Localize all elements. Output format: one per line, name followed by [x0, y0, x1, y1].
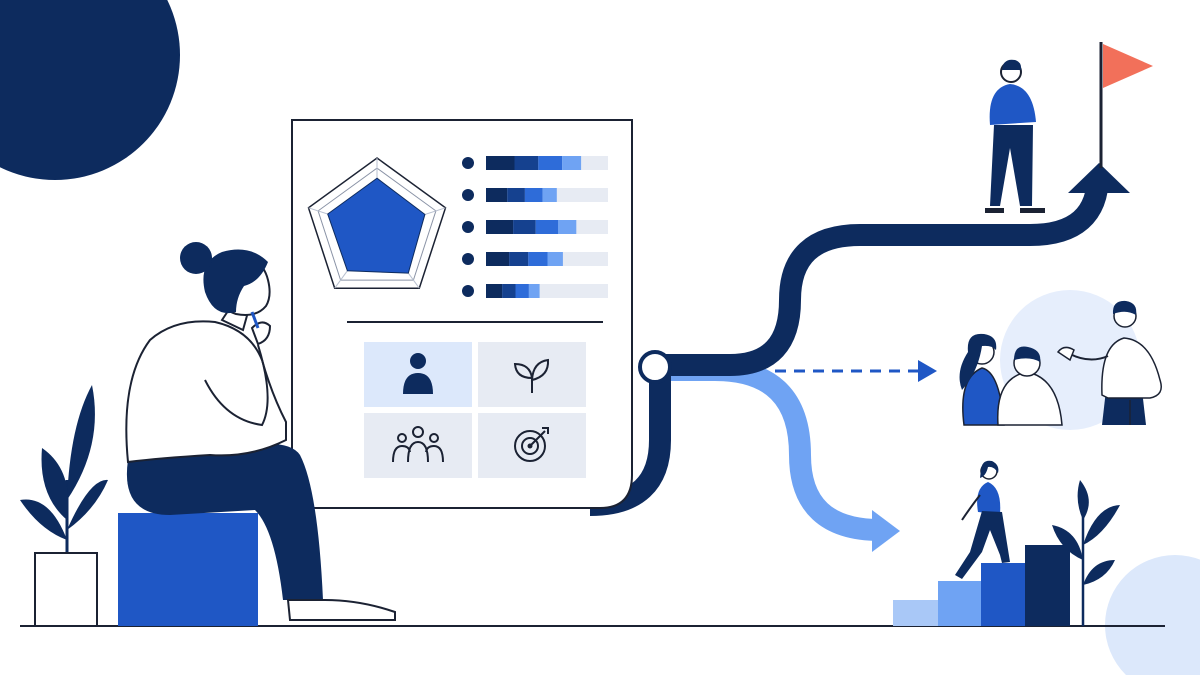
group-icon: [392, 426, 444, 463]
climbing-woman-figure: [955, 460, 1010, 579]
thinking-woman-figure: [125, 242, 396, 621]
bullet-dot: [462, 157, 474, 169]
skill-bar-row: [462, 284, 608, 298]
radar-outer-ring: [307, 157, 447, 289]
skill-bar-fill: [547, 252, 563, 266]
skill-bar-row: [462, 188, 608, 202]
bullet-dot: [462, 253, 474, 265]
skill-bar-fill: [486, 252, 510, 266]
skill-bar-fill: [515, 284, 529, 298]
corner-circle-top-left: [0, 0, 180, 180]
skill-bar-fill: [486, 156, 515, 170]
lower-path-arrowhead: [872, 510, 900, 552]
tile-group: [364, 413, 472, 478]
skill-bar-fill: [562, 156, 582, 170]
upper-path: [589, 174, 1109, 516]
radar-middle-ring: [317, 167, 437, 281]
team-discussion-group: [959, 300, 1162, 426]
skill-bar-fill: [486, 220, 514, 234]
radar-value-shape: [327, 177, 426, 274]
dashed-connector-arrowhead: [918, 360, 937, 382]
upper-path-arrowhead: [1068, 163, 1130, 193]
skill-bar-list: [462, 156, 608, 298]
lower-path: [660, 359, 881, 541]
skill-bar-row: [462, 156, 608, 170]
bullet-dot: [462, 285, 474, 297]
icon-tile-grid: [364, 342, 586, 478]
skill-bar-fill: [528, 284, 540, 298]
bullet-dot: [462, 221, 474, 233]
skill-bar-fill: [558, 220, 577, 234]
skill-bar-fill: [524, 188, 543, 202]
skill-bar-fill: [514, 156, 539, 170]
stair-climb: [893, 460, 1120, 626]
skill-bar-fill: [528, 252, 548, 266]
skill-bar-fill: [486, 284, 503, 298]
left-potted-plant: [20, 385, 108, 627]
corner-circle-bottom-right: [1105, 555, 1200, 675]
right-plant: [1052, 480, 1120, 626]
seat-block: [118, 513, 258, 626]
skill-bar-fill: [486, 188, 508, 202]
skill-bar-fill: [538, 156, 563, 170]
skill-bar-fill: [502, 284, 516, 298]
goal-flag: [1103, 44, 1153, 88]
skill-bar-fill: [509, 252, 529, 266]
skill-bar-fill: [507, 188, 525, 202]
skill-bar-fill: [513, 220, 536, 234]
skill-bar-row: [462, 220, 608, 234]
bullet-dot: [462, 189, 474, 201]
skill-bar-fill: [542, 188, 557, 202]
sprout-icon: [513, 358, 550, 393]
path-junction-node: [638, 350, 672, 384]
radar-chart: [307, 157, 447, 289]
person-icon: [403, 353, 433, 394]
skill-bar-row: [462, 252, 608, 266]
leader-with-flag: [985, 42, 1153, 213]
skill-bar-fill: [535, 220, 559, 234]
target-icon: [514, 427, 549, 462]
